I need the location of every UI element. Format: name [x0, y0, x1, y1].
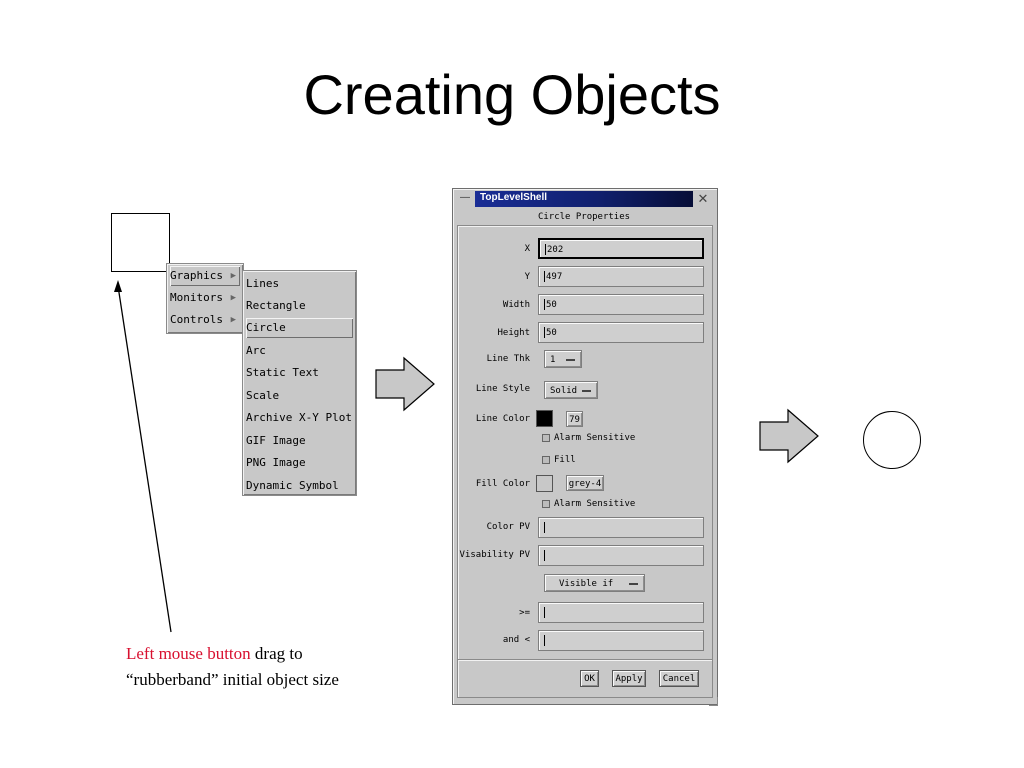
- properties-form: X 202 Y 497 Width 50 Height 50 Line Thk …: [457, 225, 713, 660]
- y-field[interactable]: 497: [538, 266, 704, 287]
- line-color-swatch[interactable]: [536, 410, 553, 427]
- menu-item-label: Monitors: [170, 291, 223, 304]
- dialog-header: Circle Properties: [537, 212, 631, 222]
- x-value: 202: [547, 245, 564, 255]
- color-pv-field[interactable]: [538, 517, 704, 538]
- height-label: Height: [497, 328, 530, 338]
- text-caret: [544, 327, 545, 338]
- slide-title: Creating Objects: [303, 63, 721, 126]
- alarm-sensitive-toggle-1[interactable]: Alarm Sensitive: [542, 433, 635, 443]
- cascade-arrow-icon: ▶: [230, 271, 236, 281]
- submenu-item-archive-xy-plot[interactable]: Archive X-Y Plot: [246, 411, 352, 424]
- text-caret: [544, 550, 545, 561]
- lt-label: and <: [502, 635, 530, 645]
- rubberband-rectangle: [111, 213, 170, 272]
- submenu-item-arc[interactable]: Arc: [246, 344, 266, 357]
- close-icon[interactable]: ✕: [693, 191, 713, 207]
- visibility-mode-value: Visible if: [559, 579, 614, 589]
- toggle-indicator-icon: [542, 499, 550, 508]
- alarm-sensitive-toggle-2[interactable]: Alarm Sensitive: [542, 499, 635, 509]
- fill-color-label: Fill Color: [475, 479, 530, 489]
- option-menu-indicator-icon: [629, 583, 638, 585]
- x-label: X: [524, 244, 530, 254]
- text-caret: [544, 522, 545, 533]
- caption-line1-rest: drag to: [250, 644, 303, 663]
- visability-pv-label: Visability PV: [459, 550, 530, 560]
- submenu-item-dynamic-symbol[interactable]: Dynamic Symbol: [246, 479, 339, 492]
- line-style-option-menu[interactable]: Solid: [544, 381, 598, 399]
- color-pv-label: Color PV: [486, 522, 530, 532]
- text-caret: [544, 607, 545, 618]
- menu-item-monitors[interactable]: Monitors ▶: [170, 288, 240, 308]
- graphics-submenu: Lines Rectangle Circle Arc Static Text S…: [242, 270, 357, 496]
- caption-line2: “rubberband” initial object size: [126, 670, 339, 689]
- menu-item-graphics[interactable]: Graphics ▶: [170, 266, 240, 286]
- fill-color-name[interactable]: grey-4: [566, 475, 604, 491]
- submenu-item-scale[interactable]: Scale: [246, 389, 280, 402]
- line-color-label: Line Color: [475, 414, 530, 424]
- submenu-item-lines[interactable]: Lines: [246, 277, 280, 290]
- apply-button[interactable]: Apply: [612, 670, 646, 687]
- toggle-label: Alarm Sensitive: [554, 433, 636, 443]
- lt-field[interactable]: [538, 630, 704, 651]
- window-titlebar[interactable]: — TopLevelShell ✕: [455, 191, 713, 207]
- cascade-arrow-icon: ▶: [230, 315, 236, 325]
- line-thk-label: Line Thk: [486, 354, 530, 364]
- pointer-line: [117, 285, 172, 633]
- submenu-item-circle[interactable]: Circle: [246, 318, 353, 338]
- width-value: 50: [546, 300, 557, 310]
- submenu-item-gif-image[interactable]: GIF Image: [246, 434, 306, 447]
- menu-item-label: Controls: [170, 313, 223, 326]
- result-circle: [863, 411, 921, 469]
- y-label: Y: [524, 272, 530, 282]
- toggle-indicator-icon: [542, 455, 550, 464]
- caption: Left mouse button drag to “rubberband” i…: [126, 641, 426, 693]
- option-menu-indicator-icon: [582, 390, 591, 392]
- menu-item-label: Graphics: [170, 269, 223, 282]
- visibility-mode-option-menu[interactable]: Visible if: [544, 574, 645, 592]
- option-menu-indicator-icon: [566, 359, 575, 361]
- flow-arrow-1: [375, 356, 435, 412]
- cascade-arrow-icon: ▶: [230, 293, 236, 303]
- ge-label: >=: [519, 608, 530, 618]
- object-menu: Graphics ▶ Monitors ▶ Controls ▶: [166, 263, 244, 334]
- toggle-label: Fill: [554, 455, 576, 465]
- width-field[interactable]: 50: [538, 294, 704, 315]
- submenu-item-rectangle[interactable]: Rectangle: [246, 299, 306, 312]
- line-thk-value: 1: [550, 355, 556, 365]
- ok-button[interactable]: OK: [580, 670, 599, 687]
- submenu-item-png-image[interactable]: PNG Image: [246, 456, 306, 469]
- width-label: Width: [502, 300, 530, 310]
- menu-item-controls[interactable]: Controls ▶: [170, 310, 240, 330]
- fill-color-swatch[interactable]: [536, 475, 553, 492]
- text-caret: [544, 635, 545, 646]
- flow-arrow-2: [759, 408, 819, 464]
- text-caret: [544, 271, 545, 282]
- dialog-button-row: OK Apply Cancel: [457, 659, 713, 698]
- fill-toggle[interactable]: Fill: [542, 455, 576, 465]
- submenu-item-static-text[interactable]: Static Text: [246, 366, 319, 379]
- ge-field[interactable]: [538, 602, 704, 623]
- text-caret: [545, 244, 546, 255]
- toggle-indicator-icon: [542, 433, 550, 442]
- pointer-arrowhead: [114, 280, 122, 292]
- x-field[interactable]: 202: [538, 238, 704, 259]
- height-field[interactable]: 50: [538, 322, 704, 343]
- circle-properties-dialog: — TopLevelShell ✕ Circle Properties X 20…: [452, 188, 718, 705]
- resize-grip[interactable]: [709, 697, 718, 706]
- line-style-value: Solid: [550, 386, 578, 396]
- height-value: 50: [546, 328, 557, 338]
- line-thk-option-menu[interactable]: 1: [544, 350, 582, 368]
- visability-pv-field[interactable]: [538, 545, 704, 566]
- cancel-button[interactable]: Cancel: [659, 670, 699, 687]
- toggle-label: Alarm Sensitive: [554, 499, 636, 509]
- line-style-label: Line Style: [475, 384, 530, 394]
- caption-highlight: Left mouse button: [126, 644, 251, 663]
- text-caret: [544, 299, 545, 310]
- y-value: 497: [546, 272, 563, 282]
- window-title: TopLevelShell: [480, 192, 548, 203]
- line-color-index[interactable]: 79: [566, 411, 583, 427]
- window-menu-icon[interactable]: —: [455, 191, 475, 207]
